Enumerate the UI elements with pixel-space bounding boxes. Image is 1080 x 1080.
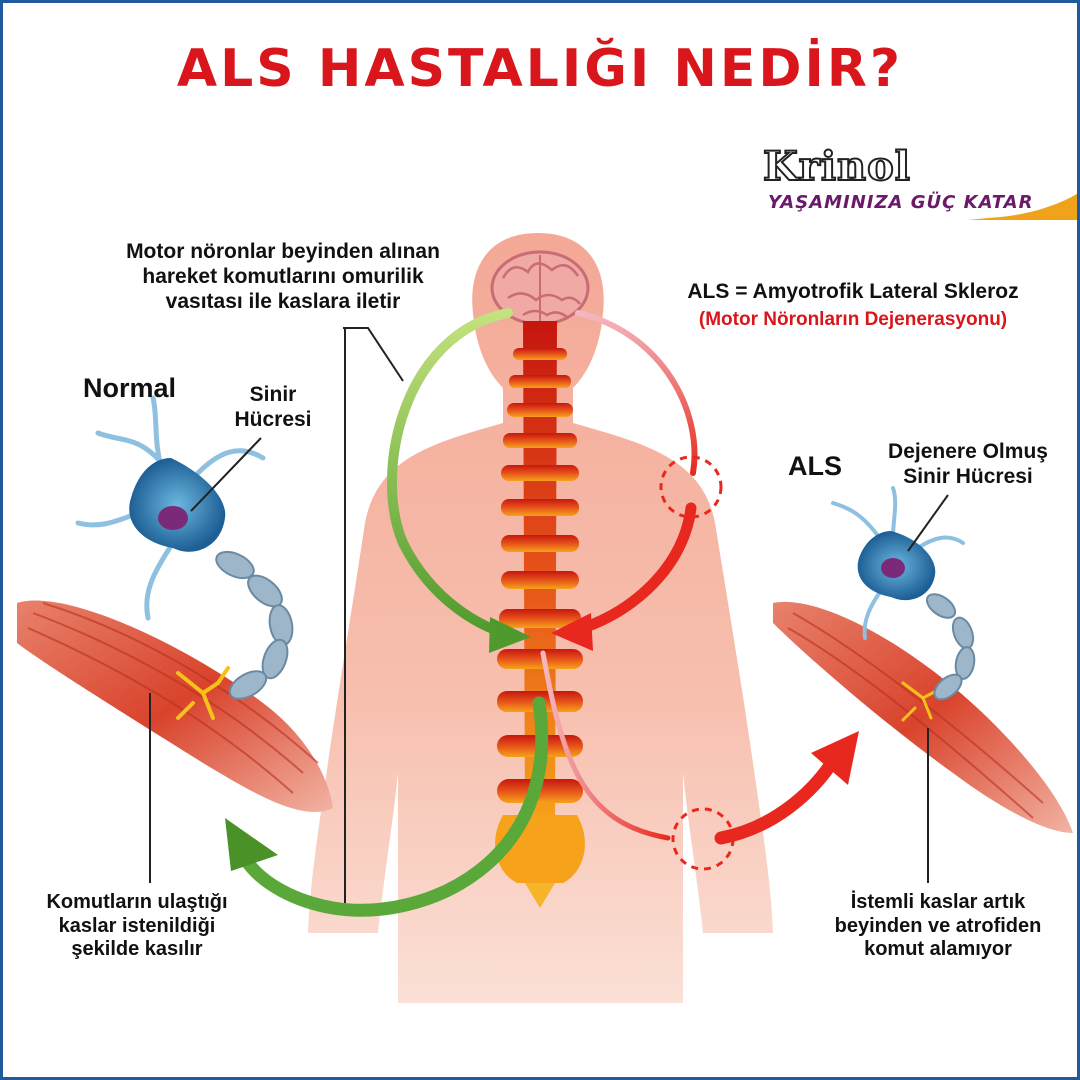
healthy-muscle — [17, 600, 333, 812]
healthy-neuron — [75, 395, 294, 700]
brain — [490, 250, 590, 326]
als-definition: ALS = Amyotrofik Lateral Skleroz (Motor … — [643, 280, 1063, 331]
leader-lines — [149, 327, 949, 903]
brand-logo: Krinol — [762, 142, 911, 191]
normal-signal-arrow — [225, 308, 549, 917]
normal-result-text: Komutların ulaştığı kaslar istenildiği ş… — [46, 891, 228, 961]
als-result-text: İstemli kaslar artık beyinden ve atrofid… — [834, 891, 1042, 961]
signal-break-marker — [659, 455, 723, 519]
normal-heading: Normal — [83, 373, 177, 403]
normal-cell-label: Sinir Hücresi — [234, 383, 312, 431]
als-cell-label: Dejenere Olmuş Sinir Hücresi — [888, 440, 1048, 488]
spine — [495, 321, 585, 908]
brand-swoosh — [968, 193, 1077, 220]
illustration — [17, 233, 1073, 1003]
signal-break-marker — [671, 807, 735, 871]
brand-tagline: YAŞAMINIZA GÜÇ KATAR — [768, 192, 1034, 213]
intro-text: Motor nöronlar beyinden alınan hareket k… — [126, 240, 440, 313]
als-signal-arrow — [540, 310, 859, 845]
als-definition-subline: (Motor Nöronların Dejenerasyonu) — [698, 308, 1008, 330]
als-heading: ALS — [788, 451, 842, 481]
page-title: ALS HASTALIĞI NEDİR? — [176, 39, 904, 99]
atrophied-muscle — [773, 601, 1073, 833]
degenerated-neuron — [831, 486, 976, 701]
